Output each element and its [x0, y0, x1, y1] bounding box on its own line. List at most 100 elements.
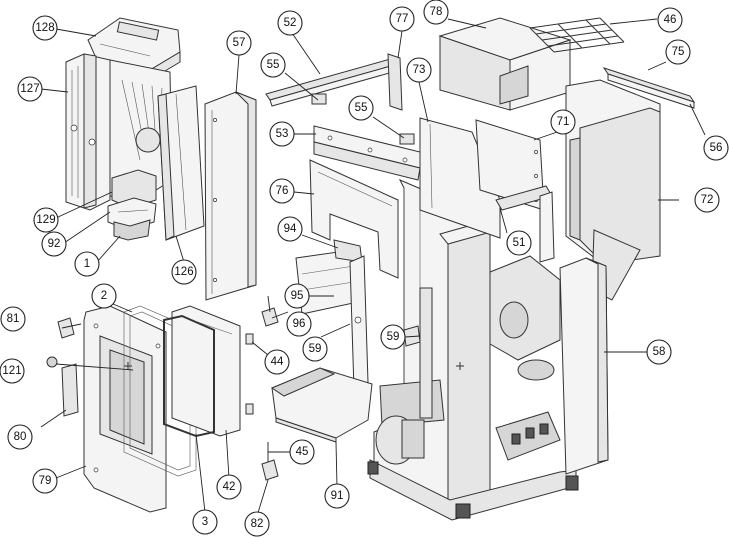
svg-text:58: 58 — [653, 346, 666, 358]
callout-44: 44 — [264, 349, 290, 375]
callout-126: 126 — [171, 259, 197, 285]
callout-121: 121 — [0, 358, 25, 384]
callout-55-right: 55 — [348, 95, 374, 121]
svg-text:46: 46 — [664, 14, 677, 26]
svg-text:59: 59 — [387, 331, 400, 343]
small-bracket — [399, 133, 415, 145]
bracket-51 — [495, 185, 555, 263]
svg-text:91: 91 — [331, 490, 344, 502]
callout-94: 94 — [277, 216, 303, 242]
hopper-grid — [529, 17, 625, 53]
door-gasket-frame — [123, 305, 197, 477]
divider-panel — [475, 119, 545, 211]
svg-text:128: 128 — [35, 22, 54, 34]
leader-lines — [40, 18, 706, 517]
svg-text:81: 81 — [7, 313, 20, 325]
callout-96: 96 — [286, 311, 312, 337]
svg-text:82: 82 — [251, 518, 264, 530]
clip-59 — [403, 325, 421, 347]
svg-text:79: 79 — [39, 475, 52, 487]
pellet-hopper — [565, 79, 661, 301]
callout-45: 45 — [289, 439, 315, 465]
callout-128: 128 — [32, 15, 58, 41]
callout-95: 95 — [284, 283, 310, 309]
ash-drawer — [270, 367, 373, 443]
callout-42: 42 — [216, 474, 242, 500]
right-side-panel — [559, 257, 609, 475]
callout-82: 82 — [244, 511, 270, 537]
callout-55-left: 55 — [260, 52, 286, 78]
rear-inner-panel — [419, 117, 501, 239]
firebox-side-plate — [157, 85, 205, 241]
svg-text:78: 78 — [430, 6, 443, 18]
callout-91: 91 — [324, 483, 350, 509]
callout-80: 80 — [7, 424, 33, 450]
callout-2: 2 — [91, 283, 117, 309]
callout-51: 51 — [506, 230, 532, 256]
callout-59-left: 59 — [302, 336, 328, 362]
callout-92: 92 — [41, 231, 67, 257]
svg-text:80: 80 — [14, 431, 27, 443]
svg-text:76: 76 — [276, 185, 289, 197]
svg-text:73: 73 — [413, 64, 426, 76]
firebox-rear-plate — [65, 53, 111, 211]
svg-text:44: 44 — [271, 356, 284, 368]
rear-back-plate — [309, 159, 399, 279]
front-inner-plate — [295, 239, 369, 391]
svg-text:94: 94 — [284, 223, 297, 235]
callout-77: 77 — [389, 6, 415, 32]
svg-text:42: 42 — [223, 481, 236, 493]
main-chassis — [367, 179, 579, 521]
svg-text:52: 52 — [284, 17, 297, 29]
callout-72: 72 — [694, 187, 720, 213]
callout-75: 75 — [665, 39, 691, 65]
svg-text:77: 77 — [396, 13, 409, 25]
hopper-top-box — [438, 17, 572, 111]
svg-text:3: 3 — [202, 516, 208, 528]
firebox-body — [107, 59, 173, 241]
callout-1: 1 — [74, 251, 100, 277]
front-door — [83, 305, 167, 513]
callout-81: 81 — [0, 306, 26, 332]
top-rail — [265, 53, 403, 111]
svg-text:71: 71 — [557, 116, 570, 128]
svg-text:57: 57 — [233, 37, 246, 49]
callout-129: 129 — [33, 207, 59, 233]
svg-text:55: 55 — [355, 102, 368, 114]
callout-71: 71 — [550, 109, 576, 135]
svg-text:56: 56 — [710, 142, 723, 154]
callout-53: 53 — [269, 121, 295, 147]
callout-78: 78 — [423, 0, 449, 25]
svg-text:53: 53 — [276, 128, 289, 140]
svg-text:2: 2 — [101, 290, 107, 302]
glass-gasket — [163, 314, 215, 438]
callout-3: 3 — [192, 509, 218, 535]
svg-text:51: 51 — [513, 237, 526, 249]
callout-76: 76 — [269, 178, 295, 204]
callout-56: 56 — [703, 135, 729, 161]
callout-46: 46 — [657, 7, 683, 33]
top-bracket-56 — [602, 67, 696, 109]
callout-79: 79 — [32, 468, 58, 494]
left-side-panel — [204, 91, 257, 301]
bracket-96 — [261, 295, 279, 327]
small-hardware — [46, 317, 279, 481]
callout-58: 58 — [646, 339, 672, 365]
svg-text:95: 95 — [291, 290, 304, 302]
svg-text:126: 126 — [174, 266, 193, 278]
svg-text:127: 127 — [20, 83, 39, 95]
svg-text:92: 92 — [48, 238, 61, 250]
callout-73: 73 — [406, 57, 432, 83]
callout-57: 57 — [226, 30, 252, 56]
callout-52: 52 — [277, 10, 303, 36]
svg-text:96: 96 — [293, 318, 306, 330]
callout-127: 127 — [17, 76, 43, 102]
svg-text:121: 121 — [2, 365, 21, 377]
svg-text:55: 55 — [267, 59, 280, 71]
svg-text:45: 45 — [296, 446, 309, 458]
svg-text:129: 129 — [36, 214, 55, 226]
svg-text:1: 1 — [84, 258, 90, 270]
part-drawings — [46, 17, 696, 521]
